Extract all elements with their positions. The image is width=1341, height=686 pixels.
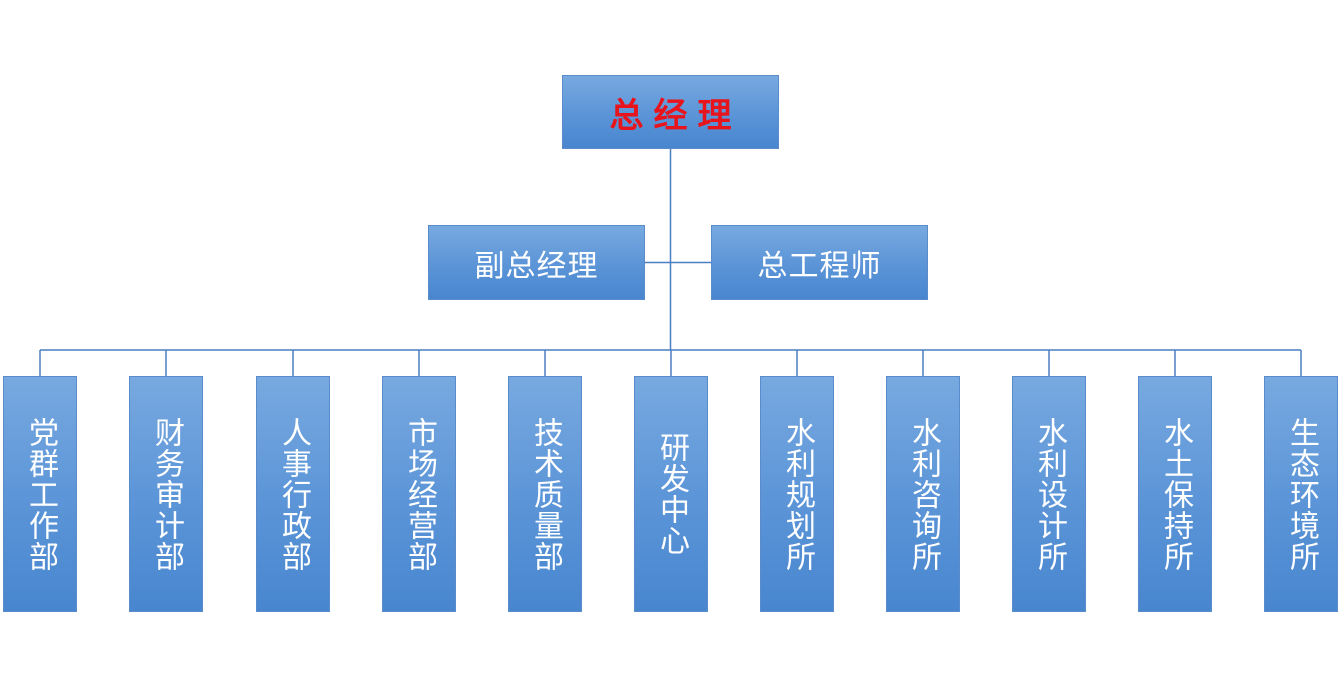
department-label: 水土保持所: [1158, 416, 1193, 572]
chief-engineer-label: 总工程师: [757, 248, 882, 284]
department-box-technical-quality: 技术质量部: [508, 376, 582, 612]
chief-engineer-box: 总工程师: [711, 225, 928, 300]
department-label: 水利设计所: [1032, 416, 1067, 572]
ceo-label: 总经理: [609, 95, 742, 136]
department-label: 人事行政部: [276, 416, 311, 572]
department-box-water-design: 水利设计所: [1012, 376, 1086, 612]
department-box-ecology-environment: 生态环境所: [1264, 376, 1338, 612]
department-label: 技术质量部: [528, 416, 563, 572]
department-label: 研发中心: [654, 432, 689, 556]
department-box-soil-conservation: 水土保持所: [1138, 376, 1212, 612]
department-box-finance-audit: 财务审计部: [129, 376, 203, 612]
department-box-hr-admin: 人事行政部: [256, 376, 330, 612]
department-box-marketing: 市场经营部: [382, 376, 456, 612]
ceo-box: 总经理: [562, 75, 779, 149]
department-box-party-affairs: 党群工作部: [3, 376, 77, 612]
department-label: 党群工作部: [23, 416, 58, 572]
department-label: 财务审计部: [149, 416, 184, 572]
department-box-rd-center: 研发中心: [634, 376, 708, 612]
deputy-general-manager-label: 副总经理: [474, 248, 599, 284]
department-label: 水利咨询所: [906, 416, 941, 572]
department-label: 水利规划所: [780, 416, 815, 572]
department-box-water-planning: 水利规划所: [760, 376, 834, 612]
department-label: 生态环境所: [1284, 416, 1319, 572]
deputy-general-manager-box: 副总经理: [428, 225, 645, 300]
department-box-water-consulting: 水利咨询所: [886, 376, 960, 612]
department-label: 市场经营部: [402, 416, 437, 572]
department-drop-lines: [39, 350, 1302, 376]
